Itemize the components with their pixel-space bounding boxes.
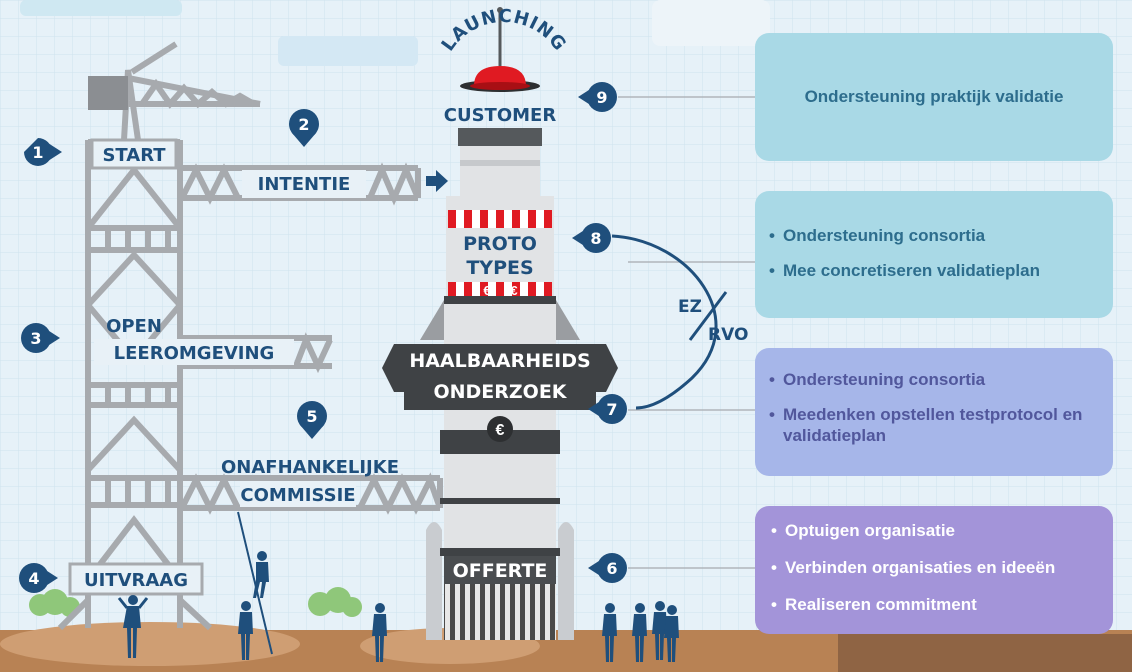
step-8-label-line2: TYPES — [466, 257, 533, 279]
step-5-badge: 5 — [297, 401, 327, 439]
rvo-label: RVO — [708, 325, 748, 345]
svg-text:8: 8 — [590, 229, 601, 248]
card-2-item: Ondersteuning consortia — [767, 225, 1103, 246]
step-2-badge: 2 — [289, 109, 319, 147]
card-4-item: Optuigen organisatie — [769, 520, 1105, 541]
step-5-label-line2: COMMISSIE — [240, 485, 355, 506]
card-3-item: Meedenken opstellen testprotocol en vali… — [767, 404, 1103, 446]
step-3-label-line2: LEEROMGEVING — [114, 343, 275, 364]
step-1-label: START — [102, 145, 166, 166]
euro-icon: € — [510, 283, 517, 298]
arrow-right-icon — [426, 170, 448, 192]
step-9-label-line2: CUSTOMER — [444, 105, 557, 126]
step-3-badge: 3 — [21, 323, 60, 353]
step-6-badge: 6 — [588, 553, 627, 583]
svg-text:1: 1 — [32, 143, 43, 162]
step-4-badge: 4 — [19, 563, 58, 593]
step-7-label-line1: HAALBAARHEIDS — [409, 350, 590, 372]
svg-text:2: 2 — [298, 115, 309, 134]
euro-icon: € — [483, 283, 490, 298]
card-2-item: Mee concretiseren validatieplan — [767, 260, 1103, 281]
svg-text:7: 7 — [606, 400, 617, 419]
card-consortia-validatieplan: Ondersteuning consortia Mee concretisere… — [755, 191, 1113, 318]
step-6-label: OFFERTE — [453, 560, 548, 582]
card-4-item: Verbinden organisaties en ideeën — [769, 557, 1105, 578]
step-8-badge: 8 — [572, 223, 611, 253]
step-1-badge: 1 — [24, 138, 62, 166]
haalbaarheid-banner — [382, 344, 618, 410]
card-3-item: Ondersteuning consortia — [767, 369, 1103, 390]
card-praktijk-validatie: Ondersteuning praktijk validatie — [755, 33, 1113, 161]
crane-icon — [57, 41, 261, 631]
svg-text:9: 9 — [596, 88, 607, 107]
step-7-badge: 7 — [588, 394, 627, 424]
svg-text:6: 6 — [606, 559, 617, 578]
bush-icon — [29, 587, 362, 617]
card-consortia-testprotocol: Ondersteuning consortia Meedenken opstel… — [755, 348, 1113, 476]
card-organisatie-commitment: Optuigen organisatie Verbinden organisat… — [755, 506, 1113, 634]
step-9-badge: 9 — [578, 82, 617, 112]
launch-button-icon — [460, 66, 540, 92]
svg-text:4: 4 — [28, 569, 39, 588]
step-7-label-line2: ONDERZOEK — [433, 381, 567, 403]
step-2-label: INTENTIE — [258, 174, 351, 195]
people-icon — [117, 551, 679, 662]
svg-text:5: 5 — [306, 407, 317, 426]
step-4-label: UITVRAAG — [84, 570, 188, 591]
step-5-label-line1: ONAFHANKELIJKE — [221, 457, 399, 478]
svg-text:3: 3 — [30, 329, 41, 348]
card-1-text: Ondersteuning praktijk validatie — [804, 87, 1064, 106]
step-3-label-line1: OPEN — [106, 316, 162, 337]
ez-label: EZ — [678, 297, 702, 317]
card-4-item: Realiseren commitment — [769, 594, 1105, 615]
step-8-label-line1: PROTO — [463, 233, 537, 255]
euro-icon: € — [496, 422, 505, 439]
